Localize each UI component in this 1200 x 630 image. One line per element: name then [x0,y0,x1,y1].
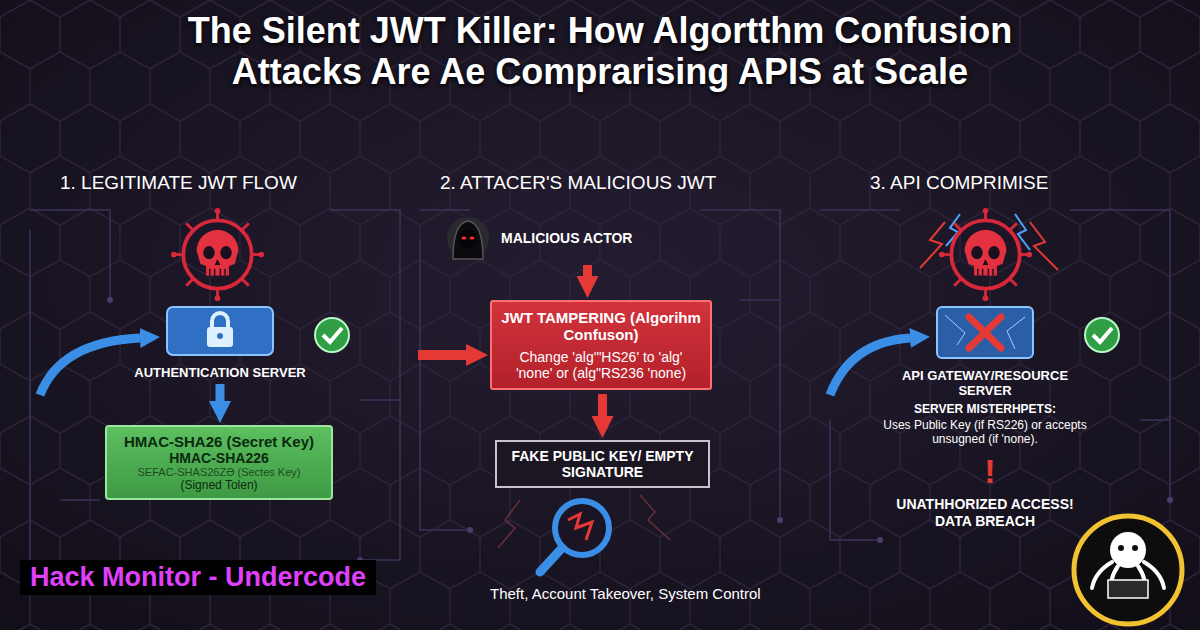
note-text: UNATHHORIZED ACCESS! DATA BREACH [880,496,1090,530]
flow-arrow [216,384,225,401]
actor-icon [445,215,491,261]
flow-arrow [598,394,607,416]
note-text: Theft, Account Takeover, System Control [490,585,890,603]
node-text: Change 'alg'"HS26' to 'alg' 'none' or (a… [500,349,702,381]
node-text: FAKE PUBLIC KEY/ EMPTY SIGNATURE [505,448,700,480]
lock-icon [165,305,275,357]
signature-box: FAKE PUBLIC KEY/ EMPTY SIGNATURE [495,440,710,488]
node-text: (Signed Tolen) [115,478,323,492]
check-icon [1085,318,1119,352]
column-heading: 1. LEGITIMATE JWT FLOW [60,172,400,195]
note-text: ! [970,451,1010,492]
column-heading: 2. ATTACER'S MALICIOUS JWT [440,172,810,195]
flow-arrow [418,350,466,360]
flow-arrow [40,338,140,395]
node-text: SEFAC-SHAS26ZƏ (Sectes Key) [115,466,323,478]
actor-icon: MALICIOUS ACTOR [445,215,685,261]
xbox-icon [935,305,1035,360]
node-text: API GATEWAY/RESOURCE SERVER [885,368,1085,398]
note-text: Uses Public Key (if RS226) or accepts un… [875,418,1095,447]
gateway-box: API GATEWAY/RESOURCE SERVER [885,305,1085,398]
logo [1074,516,1182,624]
watermark-banner: Hack Monitor - Undercode [20,560,376,595]
magnifier-icon [540,501,609,572]
server-box: AUTHENTICATION SERVER [120,305,320,380]
node-text: HMAC-SHA26 (Secret Key) [115,433,323,450]
node-text: JWT TAMPERING (Algorihm Confuson) [500,309,702,343]
title: The Silent JWT Killer: How Algortthm Con… [150,10,1050,93]
skull-icon [171,208,264,301]
node-text: HMAC-SHA226 [115,450,323,466]
tampering-box: JWT TAMPERING (Algorihm Confuson) Change … [490,300,712,390]
note-text: SERVER MISTERHPETS: [885,402,1085,416]
skull-icon [939,208,1032,301]
column-heading: 3. API COMPRIMISE [870,172,1170,195]
flow-arrow [830,338,910,395]
node-text: AUTHENTICATION SERVER [134,365,305,380]
node-text: MALICIOUS ACTOR [501,230,632,246]
node-text: Hack Monitor - Undercode [30,562,366,593]
token-box: HMAC-SHA26 (Secret Key)HMAC-SHA226SEFAC-… [105,425,333,500]
check-icon [315,318,349,352]
flow-arrow [583,265,592,276]
